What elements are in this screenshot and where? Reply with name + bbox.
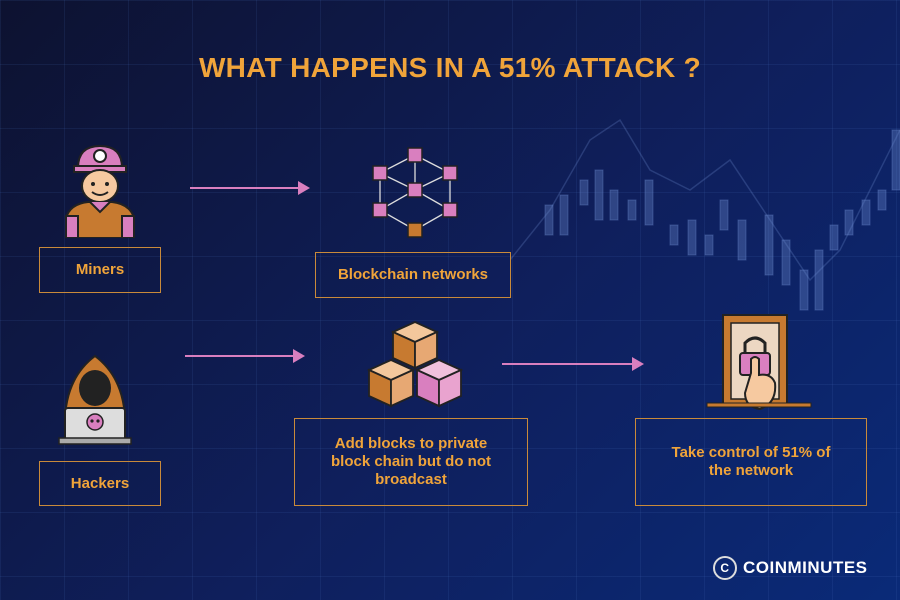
arrow-miners-to-blockchain [190, 181, 310, 195]
add-blocks-box: Add blocks to private block chain but do… [294, 418, 528, 506]
candlestick-chart-decoration [510, 118, 900, 311]
miner-icon [65, 144, 135, 238]
door-lock-icon [706, 314, 812, 411]
blockchain-network-icon [372, 147, 458, 238]
brand-logo: C COINMINUTES [713, 556, 868, 580]
arrow-blocks-to-control [502, 357, 644, 371]
blockchain-networks-box: Blockchain networks [315, 252, 511, 298]
hackers-box: Hackers [39, 461, 161, 506]
arrow-hackers-to-blocks [185, 349, 305, 363]
coinminutes-logo-icon: C [713, 556, 737, 580]
hacker-icon [58, 354, 132, 445]
take-control-box: Take control of 51% of the network [635, 418, 867, 506]
blocks-stack-icon [366, 321, 464, 408]
page-title: WHAT HAPPENS IN A 51% ATTACK ? [198, 52, 702, 83]
miners-box: Miners [39, 247, 161, 293]
brand-name: COINMINUTES [743, 558, 868, 577]
